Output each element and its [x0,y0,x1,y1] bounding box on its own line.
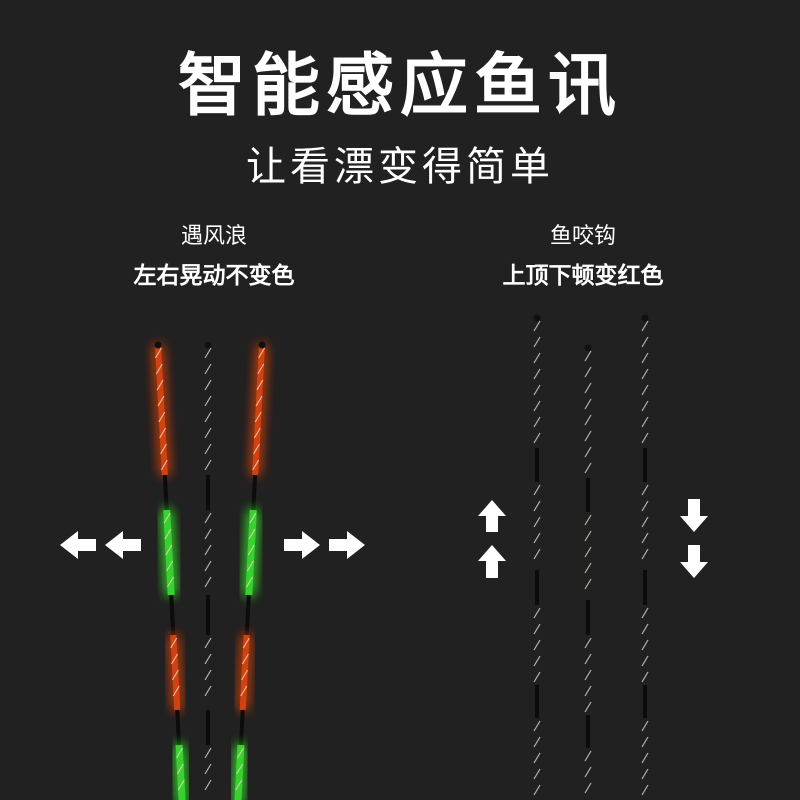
arrow-up-icon [478,545,506,578]
glow-segment [203,745,213,800]
float [203,341,213,800]
float-stem [251,474,258,511]
glow-segment [533,318,541,448]
right-caption: 鱼咬钩 上顶下顿变红色 [433,218,733,290]
arrow-down-icon [680,499,708,532]
glow-segment [245,509,257,596]
glow-segment [583,748,593,800]
right-caption-desc: 上顶下顿变红色 [502,263,664,289]
glow-segment [583,512,593,600]
arrow-up-icon [478,500,506,532]
glow-segment [203,510,213,595]
glow-segment [170,634,181,711]
glow-segment [204,635,212,710]
arrow-left-icon [105,531,141,559]
subheadline: 让看漂变得简单 [246,144,554,190]
glow-segment [234,744,245,800]
left-caption-title: 遇风浪 [180,224,247,249]
headline: 智能感应鱼讯 [177,47,622,126]
glow-segment [641,482,649,570]
float [234,341,266,800]
glow-segment [163,509,175,596]
float-stem [244,594,251,636]
glow-segment [584,348,592,478]
glow-segment [641,718,649,800]
glow-segment [533,718,541,800]
glow-segment [154,344,168,476]
glow-segment [641,318,649,448]
glow-segment [641,605,649,685]
glow-segment [175,744,186,800]
float [583,344,593,800]
float-tip [258,341,266,349]
glow-segment [533,482,541,570]
float-tip [641,314,649,322]
glow-segment [204,345,212,475]
glow-segment [239,634,250,711]
arrow-left-icon [60,531,96,559]
float-stem [238,709,245,746]
float [641,314,649,800]
float-tip [533,314,541,322]
glow-segment [252,344,266,476]
glow-segment [584,635,592,715]
float [154,341,186,800]
float-tip [584,344,592,352]
glow-segment [533,605,541,685]
arrow-right-icon [284,531,320,559]
left-caption-desc: 左右晃动不变色 [133,263,295,289]
arrow-right-icon [329,531,365,559]
float [533,314,541,800]
float-tip [204,341,212,349]
arrow-down-icon [680,545,708,578]
float-stem [162,474,169,511]
left-caption: 遇风浪 左右晃动不变色 [64,218,364,290]
float-stem [169,594,176,636]
right-caption-title: 鱼咬钩 [549,224,616,249]
float-stem [175,709,182,746]
float-tip [154,341,162,349]
